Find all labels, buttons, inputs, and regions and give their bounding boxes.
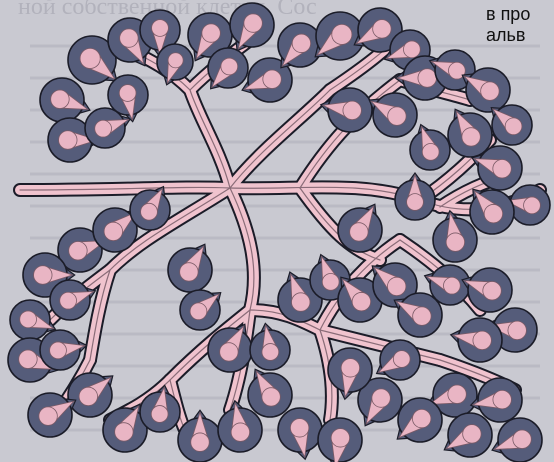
alveolus-21 [491,105,532,145]
lumen [352,292,370,310]
lumen [244,14,262,32]
lumen [221,58,238,75]
alveolus-10 [208,48,248,89]
alveolus-17 [369,93,417,137]
lumen [152,20,169,37]
alveolus-39 [68,373,113,417]
lumen [513,430,531,448]
lumen [448,385,466,403]
lumen [59,131,77,149]
alveolus-22 [448,109,492,157]
lumen [483,282,501,300]
alveolus-57 [451,318,502,362]
alveolus-61 [444,413,492,457]
lumen [418,69,436,87]
lumen [422,143,439,160]
lumen [168,53,183,68]
lumen [119,85,136,102]
lumen [19,350,37,368]
lumen [462,128,480,146]
lumen [407,194,424,211]
lumen [202,24,220,42]
lumen [34,266,52,284]
lumen [190,303,207,320]
lumen [20,311,37,328]
lumen [412,409,430,427]
lumen [388,107,406,125]
lumen [39,407,57,425]
alveolus-62 [397,398,442,442]
alveolus-26 [470,189,514,234]
lumen [493,390,511,408]
lumen [393,351,410,368]
alveolus-13 [315,12,364,60]
lumen [262,344,279,361]
lumen [413,307,431,325]
lumen [331,429,349,447]
alveolus-12 [278,23,322,68]
lumen [292,34,310,52]
alveolus-48 [180,290,221,330]
alveolus-23 [410,125,450,170]
lumen [95,120,112,137]
alveolus-38 [40,330,87,370]
lumen [191,433,209,451]
lumen [387,277,405,295]
alveolus-28 [395,173,435,220]
alveolus-45 [248,369,292,417]
alveolus-29 [338,204,382,252]
lumen [231,423,249,441]
lumen [508,321,526,339]
alveolus-47 [250,323,290,370]
alveolus-9 [230,3,274,51]
lumen [493,160,511,178]
lumen [292,293,310,311]
alveolus-60 [492,418,542,462]
lumen [481,82,499,100]
alveolus-0 [40,78,90,122]
lumen [350,223,368,241]
alveoli-clusters [8,3,550,462]
lumen [79,387,97,405]
caption-fragment: в про альв [486,4,530,46]
caption-line-2: альв [486,25,530,46]
alveolus-53 [394,293,442,337]
lumen [220,343,238,361]
lumen [120,29,138,47]
lumen [463,425,481,443]
lumen [446,233,464,251]
lumen [473,331,491,349]
lumen [69,242,87,260]
lumen [332,24,352,44]
lumen [524,197,541,214]
alveolus-36 [168,244,212,292]
lumen [141,203,158,220]
alveolus-40 [28,393,76,437]
alveolus-66 [318,418,362,462]
lumen [343,101,361,119]
lumen [80,48,100,68]
lumen [290,419,308,437]
lumen [51,90,69,108]
lumen [443,277,460,294]
alveolus-65 [278,408,322,459]
lumen [60,292,77,309]
lumen [151,406,168,423]
lumen [341,359,359,377]
lumen [180,263,198,281]
lumen [403,41,420,58]
lumen [372,389,390,407]
lumen [505,118,522,135]
lumen [263,70,281,88]
lumen [115,423,133,441]
lumen [484,204,502,222]
lumen [50,342,67,359]
caption-line-1: в про [486,4,530,25]
lumen [322,273,339,290]
lumen [373,20,391,38]
lumen [262,388,280,406]
lumen [104,222,122,240]
